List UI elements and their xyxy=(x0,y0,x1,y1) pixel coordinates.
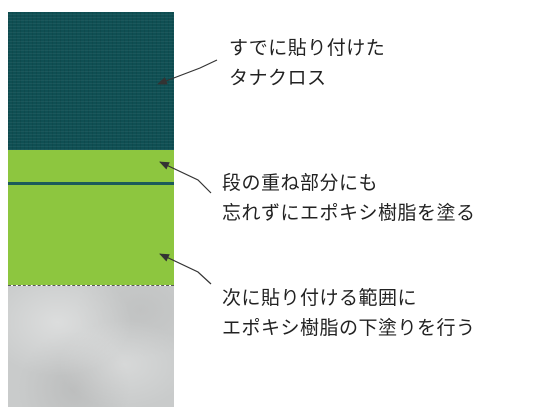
applied-cloth-layer xyxy=(8,12,174,150)
annotation-line: すでに貼り付けた xyxy=(229,37,386,59)
annotation-line: タナクロス xyxy=(229,67,327,89)
annotation-undercoat: 次に貼り付ける範囲に エポキシ樹脂の下塗りを行う xyxy=(222,283,476,343)
epoxy-undercoat-layer xyxy=(8,185,174,285)
annotation-overlap: 段の重ね部分にも 忘れずにエポキシ樹脂を塗る xyxy=(222,168,476,228)
leader-line-overlap xyxy=(159,161,212,194)
leader-line-undercoat xyxy=(159,253,212,285)
leader-line-cloth xyxy=(157,59,218,85)
annotation-line: エポキシ樹脂の下塗りを行う xyxy=(222,317,476,339)
overlap-epoxy-layer xyxy=(8,150,174,182)
bare-substrate xyxy=(8,286,174,407)
next-area-boundary xyxy=(8,285,174,286)
annotation-applied-cloth: すでに貼り付けた タナクロス xyxy=(229,33,385,93)
annotation-line: 次に貼り付ける範囲に xyxy=(222,287,418,309)
annotation-line: 段の重ね部分にも xyxy=(222,172,379,194)
annotation-line: 忘れずにエポキシ樹脂を塗る xyxy=(222,202,476,224)
overlap-seam-line xyxy=(8,182,174,185)
